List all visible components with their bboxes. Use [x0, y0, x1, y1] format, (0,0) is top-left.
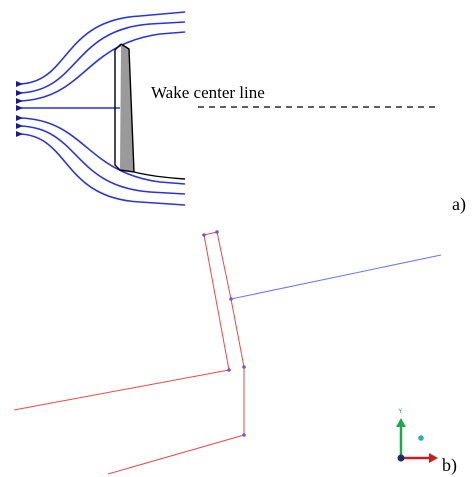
red-mesh-outline	[203, 231, 245, 435]
panel-a-label: a)	[452, 194, 466, 215]
mesh-node	[242, 433, 246, 437]
streamline	[19, 11, 186, 85]
panel-a: Wake center line a)	[16, 11, 466, 215]
nozzle-icon	[16, 81, 23, 87]
streamlines-upper	[19, 11, 186, 102]
nozzle-icon	[16, 90, 23, 96]
red-mesh-outline	[203, 234, 230, 371]
panel-b-label: b)	[442, 455, 457, 476]
axis-triad: Y	[396, 408, 438, 463]
axis-y-tick-glyph: Y	[398, 408, 403, 415]
axis-view-dot-icon	[418, 435, 424, 441]
nozzle-icon	[16, 105, 23, 111]
red-mesh	[13, 231, 245, 475]
streamline	[19, 31, 186, 102]
bluff-body-outline	[114, 43, 186, 180]
mesh-node	[215, 230, 219, 234]
axis-y-arrow-icon	[396, 418, 406, 427]
bluff-body	[114, 43, 186, 180]
mesh-nodes	[202, 230, 246, 437]
nozzle-icon	[16, 123, 23, 129]
mesh-node	[242, 365, 246, 369]
panel-b: Y b)	[13, 230, 457, 476]
axis-x-arrow-icon	[429, 453, 438, 463]
bluff-body-shade	[120, 44, 134, 172]
mesh-node	[229, 297, 233, 301]
wake-center-line-label: Wake center line	[151, 83, 265, 102]
nozzle-icon	[16, 131, 23, 137]
mesh-node	[202, 233, 206, 237]
streamline	[19, 117, 186, 185]
axis-origin-icon	[397, 454, 405, 462]
mesh-node	[227, 368, 231, 372]
streamline	[19, 21, 186, 94]
nozzle-icon	[16, 115, 23, 121]
streamline	[19, 125, 186, 195]
red-mesh-line	[107, 434, 245, 475]
streamline	[19, 133, 186, 206]
blue-mesh-line	[230, 254, 442, 300]
nozzle-markers	[16, 81, 23, 137]
nozzle-icon	[16, 98, 23, 104]
red-mesh-line	[13, 369, 230, 411]
streamlines-lower	[19, 117, 186, 206]
